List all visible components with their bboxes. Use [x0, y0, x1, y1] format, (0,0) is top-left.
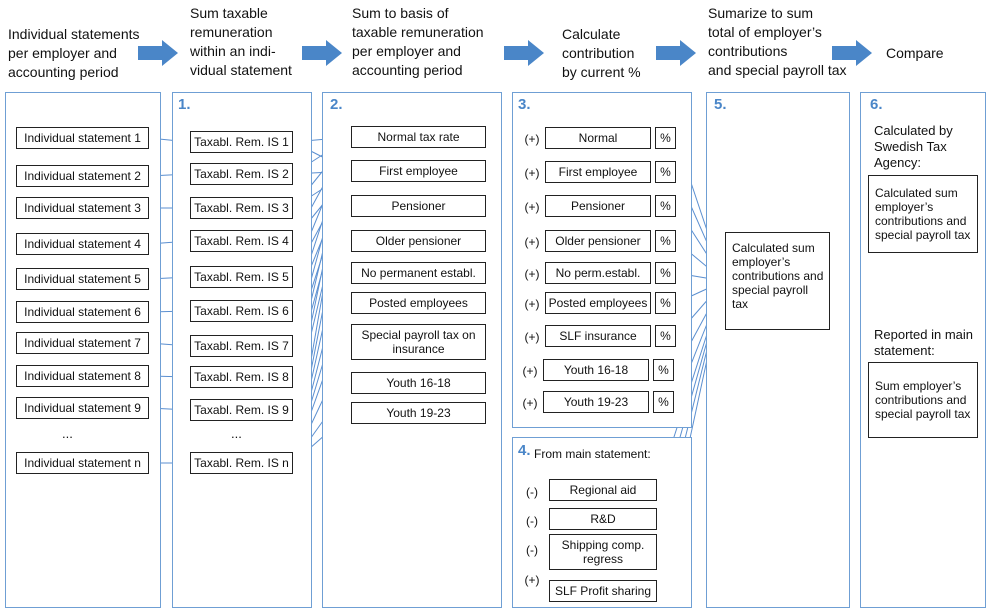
calc-title: Calculated by Swedish Tax Agency: — [874, 123, 953, 170]
column-number: 6. — [870, 96, 883, 113]
taxable-rem-box: Taxabl. Rem. IS 9 — [190, 399, 293, 421]
basis-category-box: Posted employees — [351, 292, 486, 314]
sign-label: (+) — [524, 200, 540, 214]
basis-category-box: Youth 16-18 — [351, 372, 486, 394]
column-number: 2. — [330, 96, 343, 113]
taxable-rem-box: Taxabl. Rem. IS 2 — [190, 163, 293, 185]
contribution-label-box: Youth 16-18 — [543, 359, 649, 381]
individual-statement-box: Individual statement 7 — [16, 332, 149, 354]
basis-category-box: Special payroll tax on insurance — [351, 324, 486, 360]
basis-category-box: No permanent establ. — [351, 262, 486, 284]
contribution-label-box: Pensioner — [545, 195, 651, 217]
percent-box: % — [655, 262, 676, 284]
sign-label: (+) — [524, 330, 540, 344]
contribution-label-box: First employee — [545, 161, 651, 183]
individual-statement-box: Individual statement 6 — [16, 301, 149, 323]
sign-label: (+) — [524, 166, 540, 180]
main-statement-box: Regional aid — [549, 479, 657, 501]
sign-label: (-) — [526, 485, 538, 499]
taxable-rem-box: Taxabl. Rem. IS 4 — [190, 230, 293, 252]
sign-label: (+) — [522, 396, 538, 410]
calculated-by-agency-box: Calculated sum employer’s contributions … — [868, 175, 978, 253]
individual-statement-box: Individual statement 9 — [16, 397, 149, 419]
percent-box: % — [655, 325, 676, 347]
arrow-right-icon — [302, 40, 342, 66]
sign-label: (+) — [524, 235, 540, 249]
sign-label: (+) — [524, 573, 540, 587]
column-summary — [706, 92, 850, 608]
ellipsis: ... — [62, 426, 73, 441]
individual-statement-box: Individual statement 8 — [16, 365, 149, 387]
percent-box: % — [655, 161, 676, 183]
taxable-rem-box: Taxabl. Rem. IS n — [190, 452, 293, 474]
column-number: 5. — [714, 96, 727, 113]
individual-statement-box: Individual statement 5 — [16, 268, 149, 290]
arrow-right-icon — [138, 40, 178, 66]
individual-statement-box: Individual statement 3 — [16, 197, 149, 219]
percent-box: % — [655, 230, 676, 252]
sign-label: (-) — [526, 514, 538, 528]
taxable-rem-box: Taxabl. Rem. IS 3 — [190, 197, 293, 219]
percent-box: % — [653, 391, 674, 413]
sign-label: (+) — [522, 364, 538, 378]
calculated-sum-box: Calculated sum employer’s contributions … — [725, 232, 830, 330]
main-statement-title: From main statement: — [534, 447, 651, 461]
basis-category-box: Youth 19-23 — [351, 402, 486, 424]
reported-box: Sum employer’s contributions and special… — [868, 362, 978, 438]
arrow-right-icon — [504, 40, 544, 66]
basis-category-box: Older pensioner — [351, 230, 486, 252]
contribution-label-box: No perm.establ. — [545, 262, 651, 284]
percent-box: % — [655, 195, 676, 217]
main-statement-box: R&D — [549, 508, 657, 530]
taxable-rem-box: Taxabl. Rem. IS 8 — [190, 366, 293, 388]
ellipsis: ... — [231, 426, 242, 441]
contribution-label-box: Posted employees — [545, 292, 651, 314]
sign-label: (+) — [524, 267, 540, 281]
arrow-right-icon — [832, 40, 872, 66]
column-number: 3. — [518, 96, 531, 113]
percent-box: % — [655, 292, 676, 314]
column-number: 1. — [178, 96, 191, 113]
taxable-rem-box: Taxabl. Rem. IS 6 — [190, 300, 293, 322]
individual-statement-box: Individual statement 4 — [16, 233, 149, 255]
percent-box: % — [655, 127, 676, 149]
basis-category-box: First employee — [351, 160, 486, 182]
taxable-rem-box: Taxabl. Rem. IS 1 — [190, 131, 293, 153]
basis-category-box: Normal tax rate — [351, 126, 486, 148]
individual-statement-box: Individual statement 2 — [16, 165, 149, 187]
column-number: 4. — [518, 442, 531, 459]
taxable-rem-box: Taxabl. Rem. IS 5 — [190, 266, 293, 288]
contribution-label-box: SLF insurance — [545, 325, 651, 347]
reported-title: Reported in main statement: — [874, 327, 973, 358]
individual-statement-box: Individual statement n — [16, 452, 149, 474]
sign-label: (+) — [524, 132, 540, 146]
contribution-label-box: Older pensioner — [545, 230, 651, 252]
contribution-label-box: Normal — [545, 127, 651, 149]
sign-label: (+) — [524, 297, 540, 311]
main-statement-box: Shipping comp. regress — [549, 534, 657, 570]
arrow-right-icon — [656, 40, 696, 66]
main-statement-box: SLF Profit sharing — [549, 580, 657, 602]
individual-statement-box: Individual statement 1 — [16, 127, 149, 149]
basis-category-box: Pensioner — [351, 195, 486, 217]
header-compare: Compare — [886, 45, 944, 61]
contribution-label-box: Youth 19-23 — [543, 391, 649, 413]
taxable-rem-box: Taxabl. Rem. IS 7 — [190, 335, 293, 357]
sign-label: (-) — [526, 543, 538, 557]
percent-box: % — [653, 359, 674, 381]
